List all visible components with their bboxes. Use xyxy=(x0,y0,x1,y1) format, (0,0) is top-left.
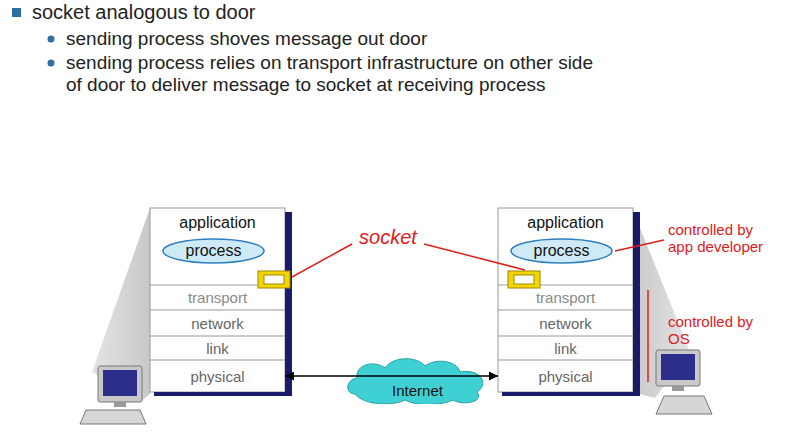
socket-icon xyxy=(258,271,290,288)
stack-edge xyxy=(502,392,640,396)
socket-icon xyxy=(514,275,534,284)
node-text: application xyxy=(527,214,604,232)
bullet-text: socket analogous to door xyxy=(32,1,732,24)
protocol-layer: transport xyxy=(498,285,633,310)
leader-line xyxy=(424,244,525,270)
bullet-dot xyxy=(48,36,55,43)
node-text: physical xyxy=(538,368,592,385)
computer-icon xyxy=(672,386,684,391)
stack-edge xyxy=(285,212,292,396)
bullet-square xyxy=(12,8,21,17)
connector-arrow xyxy=(285,375,498,377)
callout-label: socket xyxy=(352,226,424,249)
node-text: Internet xyxy=(389,382,446,399)
stack-edge xyxy=(633,212,640,396)
cloud-shape xyxy=(348,359,483,404)
layer-divider xyxy=(150,310,285,311)
computer-icon xyxy=(656,396,712,414)
internet-cloud: Internet xyxy=(345,356,490,404)
bullet-text: sending process relies on transport infr… xyxy=(66,52,614,96)
layer-divider xyxy=(498,360,633,361)
stack-edge xyxy=(154,392,292,396)
node-text: transport xyxy=(536,289,595,306)
layer-divider xyxy=(150,360,285,361)
node-text: network xyxy=(191,315,244,332)
bullet-dot xyxy=(48,60,55,67)
application-layer: application process xyxy=(498,208,633,285)
computer-icon xyxy=(80,410,146,424)
computer-icon xyxy=(114,402,126,407)
node-text: application xyxy=(179,214,256,232)
socket-icon xyxy=(508,271,540,288)
node-text: link xyxy=(554,340,577,357)
node-text: network xyxy=(539,315,592,332)
layer-divider xyxy=(498,310,633,311)
stack-frame xyxy=(150,208,285,392)
bullet-text: sending process shoves message out door xyxy=(66,28,766,50)
protocol-layer: network xyxy=(150,310,285,336)
callout-label: controlled by OS xyxy=(668,313,768,348)
node-text: process xyxy=(185,242,241,260)
computer-icon xyxy=(103,370,137,396)
leader-line xyxy=(292,244,352,277)
leader-line xyxy=(615,240,664,251)
protocol-layer: physical xyxy=(150,360,285,392)
protocol-layer: link xyxy=(150,336,285,360)
process-ellipse xyxy=(511,239,612,263)
process-ellipse xyxy=(163,239,264,263)
socket-icon xyxy=(264,275,284,284)
protocol-layer: link xyxy=(498,336,633,360)
node-text: physical xyxy=(190,368,244,385)
stack-frame xyxy=(498,208,633,392)
computer-icon xyxy=(656,350,700,386)
computer-icon xyxy=(98,366,142,402)
protocol-layer: network xyxy=(498,310,633,336)
node-text: transport xyxy=(188,289,247,306)
callout-label: controlled by app developer xyxy=(668,221,780,256)
protocol-layer: transport xyxy=(150,285,285,310)
process-oval: process xyxy=(510,238,613,264)
layer-divider xyxy=(150,336,285,337)
node-text: link xyxy=(206,340,229,357)
bracket-line xyxy=(647,290,649,382)
computer-icon xyxy=(661,354,695,380)
layer-divider xyxy=(498,336,633,337)
process-oval: process xyxy=(162,238,265,264)
perspective-shadow xyxy=(92,208,150,402)
node-text: process xyxy=(533,242,589,260)
application-layer: application process xyxy=(150,208,285,285)
protocol-layer: physical xyxy=(498,360,633,392)
